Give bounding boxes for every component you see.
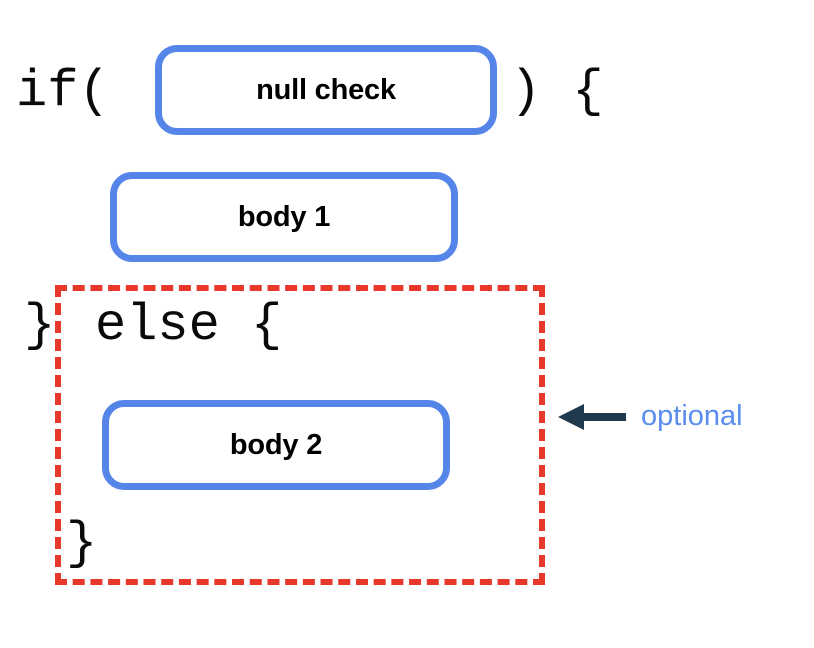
optional-region — [55, 285, 545, 585]
arrow-left-icon — [558, 404, 626, 430]
code-close-brace-else: } — [66, 514, 98, 573]
slot-null-check[interactable]: null check — [155, 45, 497, 135]
code-if-close: ) { — [510, 62, 604, 121]
slot-body-1[interactable]: body 1 — [110, 172, 458, 262]
slot-body-2-label: body 2 — [229, 428, 323, 461]
slot-null-check-label: null check — [256, 73, 396, 106]
code-if-open: if( — [16, 62, 110, 121]
code-close-brace-if: } — [24, 296, 56, 355]
slot-body-2[interactable]: body 2 — [102, 400, 450, 490]
code-else-keyword: else { — [95, 296, 283, 355]
slot-body-1-label: body 1 — [237, 200, 331, 233]
annotation-label-optional: optional — [641, 400, 743, 432]
